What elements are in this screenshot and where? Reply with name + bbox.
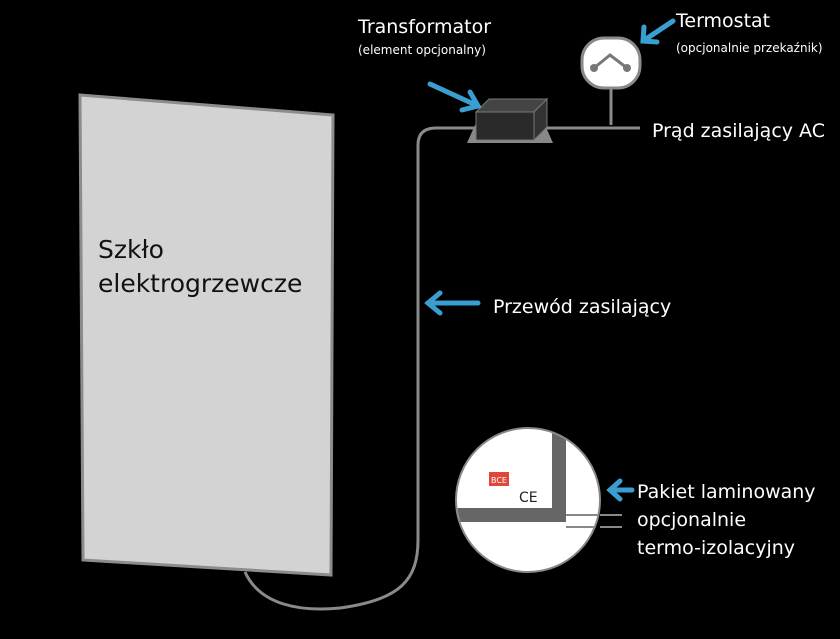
laminate-label-line3: termo-izolacyjny <box>637 537 795 559</box>
bce-logo-text: BCE <box>491 476 507 485</box>
transformer-icon <box>467 97 553 143</box>
cable-label: Przewód zasilający <box>493 296 671 318</box>
transformer-subtitle: (element opcjonalny) <box>358 43 486 57</box>
panel-label-line1: Szkło <box>98 235 164 264</box>
cable-arrow-icon <box>424 290 481 316</box>
transformer-arrow-icon <box>427 81 482 113</box>
bce-logo <box>489 472 509 486</box>
thermostat-icon <box>580 36 642 90</box>
laminate-arrow-icon <box>606 478 635 502</box>
transformer-title: Transformator <box>357 16 491 38</box>
heating-glass-panel <box>78 93 335 577</box>
power-cable <box>243 126 640 611</box>
ce-mark: CE <box>519 490 538 506</box>
laminate-label-line1: Pakiet laminowany <box>637 481 816 503</box>
thermostat-arrow-icon <box>640 18 676 45</box>
panel-label-line2: elektrogrzewcze <box>98 269 302 298</box>
laminate-detail-magnifier: BCE CE <box>455 427 622 573</box>
laminate-label-line2: opcjonalnie <box>637 509 746 531</box>
power-label: Prąd zasilający AC <box>652 120 825 142</box>
thermostat-subtitle: (opcjonalnie przekaźnik) <box>676 41 823 55</box>
thermostat-title: Termostat <box>675 10 770 32</box>
